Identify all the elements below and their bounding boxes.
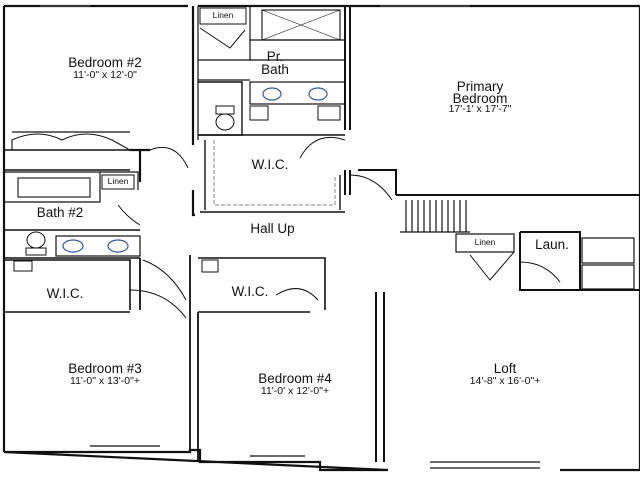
- room-label-bath2: Bath #2: [36, 205, 84, 220]
- wall: [344, 6, 351, 130]
- vanity: [55, 235, 141, 257]
- room-label-laundry: Laun.: [535, 237, 569, 252]
- window: [430, 461, 540, 469]
- closet-label-linen-hall: Linen: [474, 237, 496, 247]
- closet-shelf-x: [317, 105, 341, 121]
- room-label-loft: Loft: [493, 361, 517, 376]
- closet-rod: [213, 140, 336, 206]
- toilet-tank: [215, 105, 235, 115]
- room-dims-bedroom2: 11'-0" x 12'-0": [73, 69, 137, 81]
- wall: [198, 257, 326, 313]
- wall: [198, 81, 243, 136]
- wall: [4, 229, 140, 259]
- door-swing: [519, 261, 561, 283]
- room-label-pr-bath-line2: Bath: [261, 62, 289, 77]
- sink: [62, 239, 84, 253]
- door-swing: [11, 133, 131, 151]
- wall: [100, 171, 139, 190]
- closet-shelf-x: [201, 259, 219, 273]
- door-swing: [349, 174, 393, 201]
- wall: [198, 134, 345, 213]
- room-label-hall: Hall Up: [250, 221, 295, 236]
- sink: [262, 87, 282, 101]
- wall: [191, 6, 195, 217]
- door-swing: [299, 136, 346, 159]
- shower: [261, 9, 341, 41]
- wall: [198, 59, 250, 81]
- sink: [107, 239, 129, 253]
- door-swing: [117, 204, 141, 226]
- wall: [4, 149, 130, 171]
- wall: [344, 170, 351, 195]
- room-label-wic-left: W.I.C.: [46, 286, 84, 301]
- toilet: [26, 231, 46, 249]
- room-label-wic-primary: W.I.C.: [251, 157, 289, 172]
- door-swing: [129, 289, 187, 319]
- room-dims-loft: 14'-8" x 16'-0"+: [469, 375, 541, 387]
- door-swing: [149, 146, 189, 169]
- room-dims-primary: 17'-1' x 17'-7": [448, 103, 512, 115]
- closet-label-linen-primary: Linen: [212, 10, 234, 20]
- wall: [4, 259, 131, 313]
- dryer: [581, 264, 635, 290]
- sink: [308, 87, 328, 101]
- wall: [396, 194, 640, 291]
- room-label-primary-line2: Bedroom: [452, 91, 508, 106]
- door-swing: [142, 259, 187, 301]
- wall: [4, 171, 101, 203]
- room-label-bedroom2: Bedroom #2: [68, 55, 142, 70]
- wall: [358, 169, 397, 195]
- door-swing: [469, 251, 515, 281]
- room-dims-bedroom3: 11'-0" x 13'-0"+: [70, 375, 140, 387]
- washer: [581, 237, 635, 264]
- room-label-bedroom4: Bedroom #4: [258, 371, 332, 386]
- room-label-wic-mid: W.I.C.: [231, 284, 269, 299]
- closet-shelf-x: [249, 105, 269, 121]
- closet-label-linen-bath2: Linen: [107, 176, 129, 186]
- stairs: [400, 200, 470, 233]
- wall: [375, 292, 385, 462]
- bathtub: [17, 177, 91, 198]
- door-swing: [275, 288, 319, 301]
- wall: [139, 255, 191, 318]
- closet-shelf-x: [13, 260, 33, 272]
- door-swing: [199, 27, 246, 49]
- toilet-tank: [25, 247, 47, 256]
- room-label-bedroom3: Bedroom #3: [68, 361, 142, 376]
- room-label-pr-bath-line1: Pr.: [266, 49, 284, 64]
- linen-closet: [101, 174, 135, 190]
- wall: [189, 312, 199, 462]
- toilet: [215, 113, 235, 131]
- linen-closet: [199, 7, 247, 25]
- vanity: [249, 81, 346, 105]
- wall: [204, 140, 341, 210]
- room-label-primary-line1: Primary: [456, 79, 504, 94]
- wall: [130, 148, 150, 182]
- shower-x: [261, 9, 341, 41]
- linen-closet: [455, 233, 515, 253]
- room-dims-bedroom4: 11'-0' x 12'-0"+: [260, 385, 330, 397]
